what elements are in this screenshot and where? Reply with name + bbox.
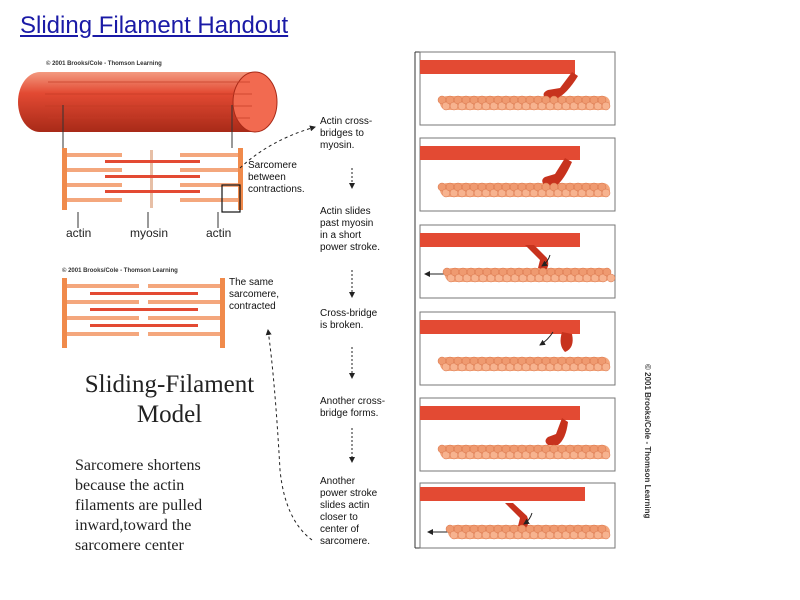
copyright-vertical: © 2001 Brooks/Cole - Thomson Learning	[643, 364, 652, 519]
step-caption-2: Actin slides past myosin in a short powe…	[320, 206, 381, 253]
label-myosin: myosin	[130, 226, 169, 240]
step-caption-4: Another cross- bridge forms.	[320, 396, 386, 419]
actin-bead	[601, 188, 611, 198]
model-description: Sarcomere shortens because the actin fil…	[75, 457, 203, 554]
actin-bead	[601, 101, 611, 111]
model-heading: Sliding-Filament Model	[84, 371, 255, 428]
caption-sarcomere-contracted: The same sarcomere, contracted	[229, 277, 280, 312]
copyright-top: © 2001 Brooks/Cole - Thomson Learning	[46, 61, 162, 67]
actin-bead	[602, 267, 612, 277]
caption-sarcomere-relaxed: Sarcomere between contractions.	[248, 160, 305, 195]
muscle-fiber	[18, 71, 278, 133]
actin-bead	[601, 362, 611, 372]
sarcomere-relaxed	[62, 148, 243, 213]
page-title[interactable]: Sliding Filament Handout	[20, 12, 289, 39]
step-caption-5: Another power stroke slides actin closer…	[320, 476, 378, 547]
actin-bead	[606, 273, 616, 283]
relaxed-label-pointers	[77, 212, 219, 228]
label-actin-right: actin	[206, 226, 232, 240]
actin-bead	[597, 524, 607, 534]
actin-bead	[597, 182, 607, 192]
actin-bead	[601, 450, 611, 460]
actin-bead	[597, 95, 607, 105]
label-actin-left: actin	[66, 226, 92, 240]
copyright-bottom: © 2001 Brooks/Cole - Thomson Learning	[62, 268, 178, 274]
actin-bead	[601, 530, 611, 540]
actin-bead	[597, 356, 607, 366]
sarcomere-contracted	[62, 278, 225, 348]
flow-arrows	[239, 125, 316, 541]
fiber-to-sarcomere-lines	[62, 105, 233, 148]
step-caption-3: Cross-bridge is broken.	[320, 308, 378, 331]
actin-bead	[597, 444, 607, 454]
step-caption-1: Actin cross- bridges to myosin.	[320, 116, 373, 151]
